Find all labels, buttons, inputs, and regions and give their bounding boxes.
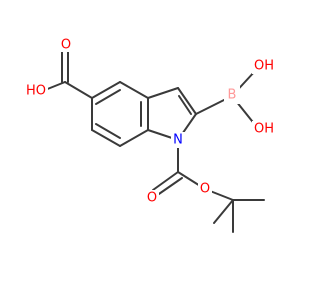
atom-oxygen-acid-carbonyl: O <box>61 38 71 53</box>
bond-ring-5 <box>91 129 121 147</box>
atom-nitrogen-indole: N <box>173 133 183 148</box>
bond-carbonyl-o-2 <box>155 177 183 197</box>
bond-pyrrole-c3-c2-inner <box>178 95 192 115</box>
atom-oxygen-acid-hydroxyl: HO <box>26 84 46 99</box>
bond-ring-2 <box>119 81 149 99</box>
bond-carbonyl-o-1 <box>152 171 179 191</box>
bond-ring-5-inner <box>95 123 121 139</box>
atom-oxygen-boron-bottom: OH <box>254 122 274 137</box>
bond-tbutyl-methyl-left <box>213 199 234 224</box>
bonds <box>44 49 265 233</box>
atom-boron: B <box>228 88 237 103</box>
bond-acid-hydroxyl <box>44 81 66 91</box>
bond-pyrrole-c3a-c3 <box>147 87 179 99</box>
bond-ring-1-inner <box>95 89 121 105</box>
atom-oxygen-boron-top: OH <box>254 59 274 74</box>
molecule-diagram: O HO B OH OH N O O <box>24 36 276 233</box>
bond-acid-to-ring <box>64 81 93 99</box>
bond-ring-4 <box>119 129 149 147</box>
atom-oxygen-carbamate-ester: O <box>200 182 210 197</box>
atom-oxygen-carbamate-carbonyl: O <box>147 191 157 206</box>
atom-labels: O HO B OH OH N O O <box>24 36 276 206</box>
bond-pyrrole-c3-c2 <box>177 87 197 115</box>
bond-ring-1 <box>91 81 121 99</box>
structure-canvas: O HO B OH OH N O O <box>24 36 276 233</box>
